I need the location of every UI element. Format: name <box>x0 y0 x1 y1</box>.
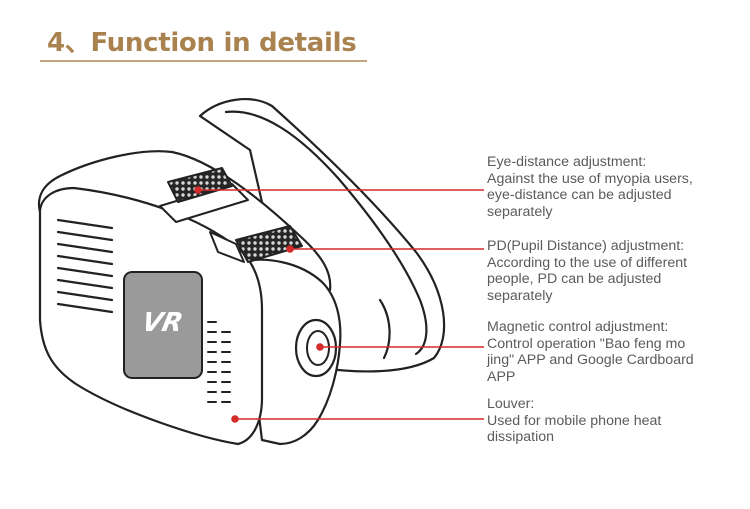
louver-left <box>56 218 114 314</box>
title-underline <box>40 60 367 62</box>
callout-line: Control operation "Bao feng mo <box>487 335 686 352</box>
page-title: 4、Function in details <box>47 28 357 58</box>
callout-heading: Magnetic control adjustment: <box>487 319 669 335</box>
callout-line: dissipation <box>487 429 555 446</box>
callout-eye-distance: Eye-distance adjustment: Against the use… <box>487 154 749 220</box>
callout-dot-magnet <box>316 343 324 351</box>
callout-heading: Louver: <box>487 396 535 412</box>
callout-line: jing" APP and Google Cardboard <box>487 352 694 369</box>
callout-louver: Louver: Used for mobile phone heat dissi… <box>487 396 749 446</box>
callout-line: APP <box>487 368 516 385</box>
vr-logo: VR <box>139 308 185 338</box>
callout-dot-louver <box>231 415 239 423</box>
callout-line: Used for mobile phone heat <box>487 412 662 429</box>
logo-panel <box>123 271 203 379</box>
callout-pd: PD(Pupil Distance) adjustment: According… <box>487 238 749 304</box>
body-side <box>238 258 342 446</box>
pd-knob-icon <box>235 225 303 263</box>
cushion-side <box>378 298 391 360</box>
face-cushion-inner <box>224 110 428 356</box>
callout-dot-pd <box>286 245 294 253</box>
louver-right <box>207 321 231 403</box>
callout-line: separately <box>487 287 553 304</box>
callout-line: eye-distance can be adjusted <box>487 187 672 204</box>
callout-line: people, PD can be adjusted <box>487 271 662 288</box>
callout-line: According to the use of different <box>487 254 688 271</box>
callout-line: Against the use of myopia users, <box>487 170 693 187</box>
callout-magnetic-control: Magnetic control adjustment: Control ope… <box>487 319 749 385</box>
callout-heading: PD(Pupil Distance) adjustment: <box>487 238 685 254</box>
callout-dot-eye-distance <box>194 186 202 194</box>
callout-heading: Eye-distance adjustment: <box>487 154 647 170</box>
callout-line: separately <box>487 203 553 220</box>
eye-distance-knob-icon <box>167 167 233 203</box>
